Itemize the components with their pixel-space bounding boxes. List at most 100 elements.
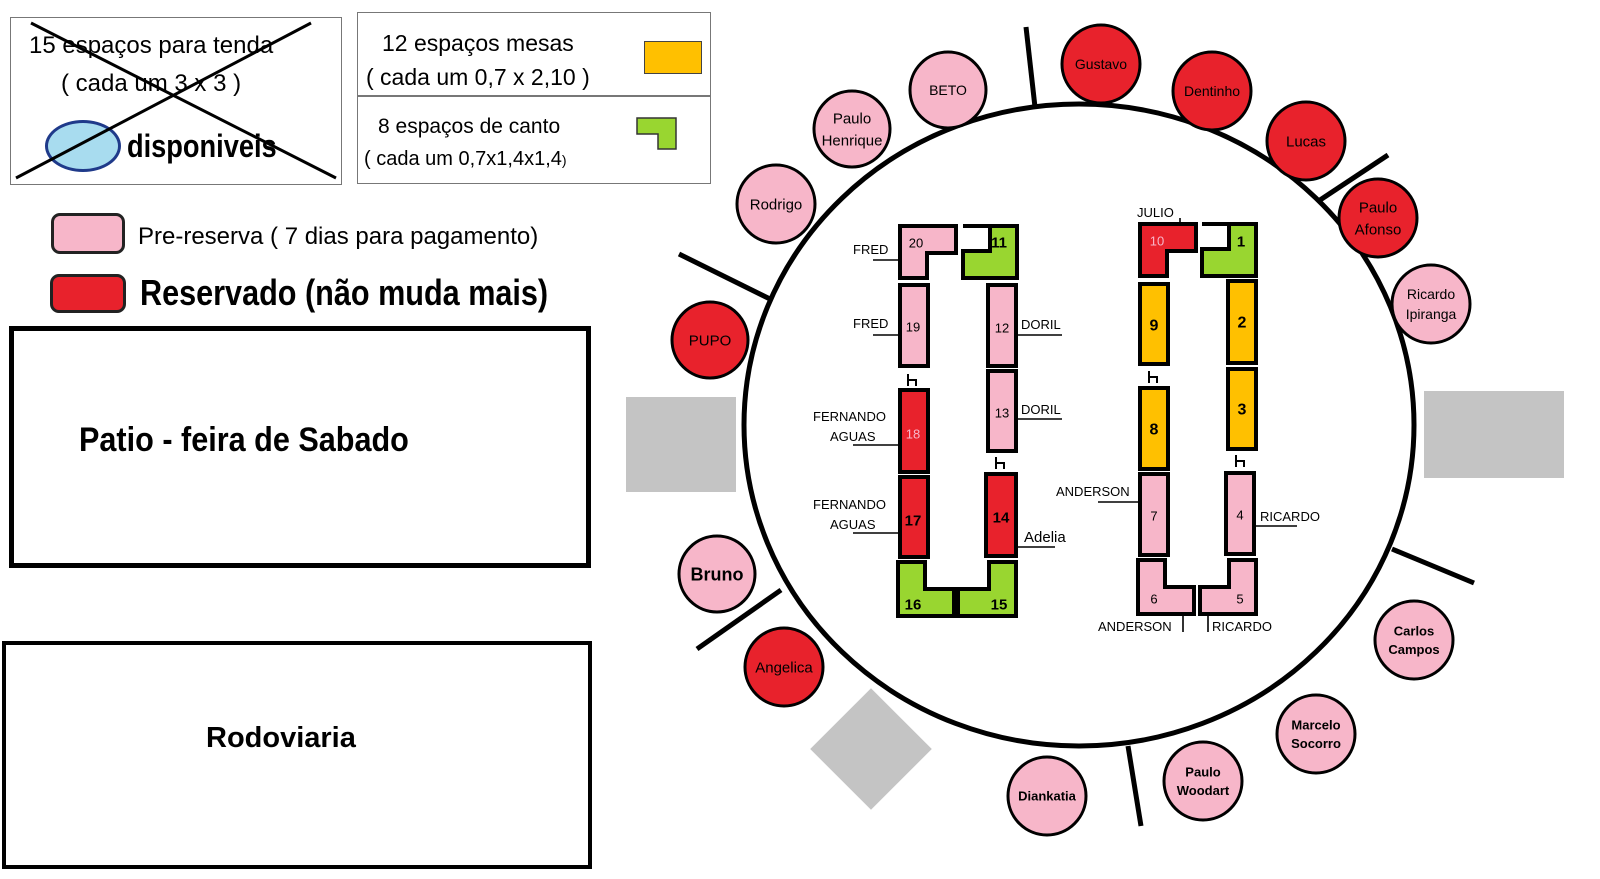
separator-wall: [695, 587, 783, 652]
tent-name: Ipiranga: [1406, 306, 1457, 322]
connector-mark: [1148, 371, 1158, 383]
gray-block-right: [1424, 391, 1564, 478]
tent-legend-title: 15 espaços para tenda: [29, 32, 274, 59]
corner-spot: 11: [961, 224, 1019, 280]
tent-name: Angelica: [755, 659, 813, 676]
tent-spot: BETO: [908, 50, 988, 130]
spot-owner-label: AGUAS: [830, 517, 900, 534]
corner-spot: 15: [956, 560, 1018, 618]
tent-name: Socorro: [1291, 736, 1341, 751]
table-spot: 2: [1226, 279, 1258, 365]
rodoviaria-area: Rodoviaria: [2, 641, 592, 869]
tent-spot: Lucas: [1265, 100, 1347, 182]
table-spot: 8: [1138, 386, 1170, 471]
spot-number: 18: [906, 427, 920, 442]
corner-legend-size-end: ): [561, 152, 567, 168]
tent-circle: [735, 163, 817, 245]
spot-number: 4: [1236, 508, 1243, 523]
corner-shape: [1200, 222, 1258, 278]
tent-circle: [812, 89, 892, 169]
spot-number: 16: [905, 596, 922, 613]
spot-owner-name: Adelia: [1024, 529, 1066, 546]
table-shape: [1138, 386, 1170, 471]
table-shape: [898, 388, 930, 474]
spot-owner-name: AGUAS: [830, 429, 876, 444]
separator-wall: [1023, 26, 1039, 117]
reserved-swatch: [50, 274, 126, 313]
tent-name: Paulo: [1185, 764, 1220, 779]
spot-number: 2: [1238, 315, 1247, 332]
tent-circle: [1171, 50, 1253, 132]
table-spot: 14: [984, 472, 1018, 558]
tables-legend-title: 12 espaços mesas: [382, 30, 574, 56]
corner-legend-title: 8 espaços de canto: [378, 115, 561, 138]
spot-number: 20: [909, 236, 923, 251]
table-spot: 4: [1224, 471, 1256, 556]
table-shape: [1224, 471, 1256, 556]
spot-owner-label: FERNANDO: [813, 409, 886, 424]
tent-spot: Gustavo: [1060, 23, 1142, 105]
tent-circle: [908, 50, 988, 130]
tent-name: Dentinho: [1184, 83, 1240, 99]
spot-number: 5: [1236, 592, 1243, 607]
tent-spot: Angelica: [743, 626, 825, 708]
tent-circle: [1265, 100, 1347, 182]
spot-number: 15: [991, 596, 1008, 613]
table-spot: 19: [898, 283, 930, 368]
spot-number: 19: [906, 320, 920, 335]
table-shape: [986, 283, 1018, 368]
corner-spot: 5: [1198, 558, 1258, 616]
table-shape: [1138, 472, 1170, 557]
tent-circle: [670, 300, 750, 380]
spot-number: 13: [995, 406, 1009, 421]
tent-name: Afonso: [1355, 221, 1402, 238]
tent-circle: [1060, 23, 1142, 105]
spot-owner-label: FERNANDO: [813, 497, 886, 512]
spot-owner-name: ANDERSON: [1056, 484, 1130, 499]
tent-legend-box: 15 espaços para tenda ( cada um 3 x 3 ) …: [10, 17, 342, 185]
spot-owner-name: AGUAS: [830, 517, 876, 532]
tent-name: Carlos: [1394, 623, 1434, 638]
spot-number: 9: [1150, 318, 1159, 335]
corner-spot: 10: [1138, 222, 1198, 278]
table-spot: 18: [898, 388, 930, 474]
table-spot: 7: [1138, 472, 1170, 557]
corner-legend-size: ( cada um 0,7x1,4x1,4): [364, 148, 567, 171]
patio-area: Patio - feira de Sabado: [9, 326, 591, 568]
spot-number: 17: [905, 512, 922, 529]
tent-name: BETO: [929, 82, 967, 98]
separator-wall: [677, 251, 772, 302]
gray-block-diamond: [810, 688, 932, 810]
tent-name: Marcelo: [1291, 717, 1340, 732]
tent-name: Ricardo: [1407, 286, 1455, 302]
spot-owner-label: AGUAS: [830, 429, 900, 446]
spot-owner-label: ANDERSON: [1056, 484, 1140, 503]
table-spot: 9: [1138, 282, 1170, 366]
corner-shape: [1198, 558, 1258, 616]
spot-owner-label: FRED: [853, 316, 900, 336]
corner-spot: 1: [1200, 222, 1258, 278]
corner-shape: [1138, 222, 1198, 278]
spot-owner-label: RICARDO: [1207, 616, 1272, 634]
tables-legend-box: 12 espaços mesas ( cada um 0,7 x 2,10 ): [357, 12, 711, 96]
table-swatch: [644, 41, 702, 74]
table-spot: 12: [986, 283, 1018, 368]
tent-name: Diankatia: [1018, 789, 1077, 804]
tent-circle: [1162, 740, 1244, 822]
spot-owner-label: FRED: [853, 242, 900, 261]
tent-circle: [1337, 177, 1419, 259]
table-shape: [984, 472, 1018, 558]
tent-circle: [1275, 693, 1357, 775]
tent-circle: [743, 626, 825, 708]
tent-name: Lucas: [1286, 133, 1326, 150]
tent-name: Paulo: [833, 111, 871, 128]
spot-owner-name: RICARDO: [1260, 509, 1320, 524]
spot-number: 3: [1238, 402, 1247, 419]
tent-spot: Rodrigo: [735, 163, 817, 245]
rodoviaria-label: Rodoviaria: [206, 722, 356, 754]
